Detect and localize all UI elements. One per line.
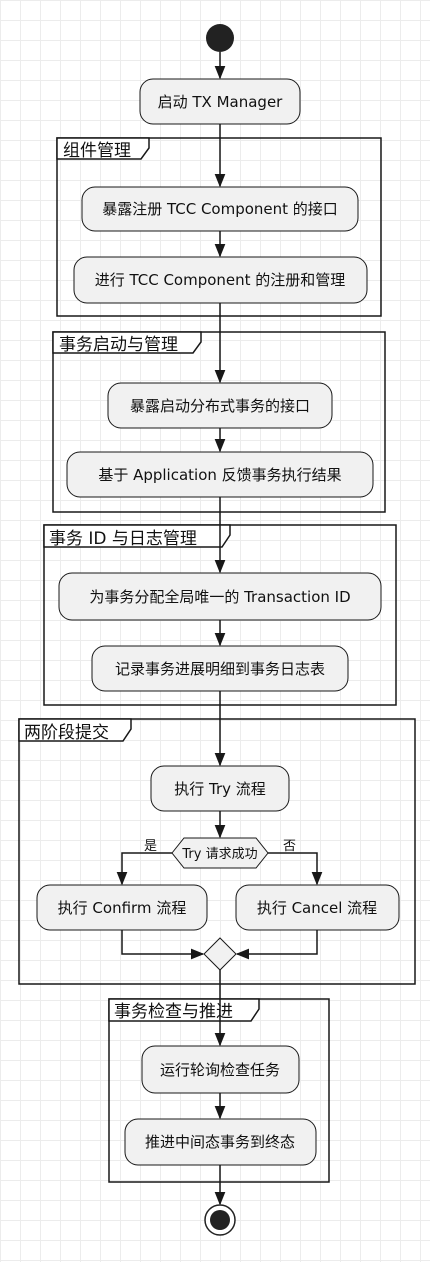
start-node [206, 24, 234, 52]
merge-node [203, 937, 237, 971]
node-log-progress: 记录事务进展明细到事务日志表 [91, 645, 349, 692]
node-execute-cancel: 执行 Cancel 流程 [235, 884, 400, 931]
end-node [204, 1204, 236, 1236]
node-assign-transaction-id: 为事务分配全局唯一的 Transaction ID [58, 572, 382, 621]
node-label-confirm: 执行 Confirm 流程 [58, 899, 187, 917]
node-label-expose-register: 暴露注册 TCC Component 的接口 [102, 200, 338, 218]
node-register-and-manage: 进行 TCC Component 的注册和管理 [73, 256, 368, 304]
edge-cancel-to-merge [235, 930, 318, 960]
frame-component-management: 组件管理 [56, 137, 382, 317]
node-label-poll: 运行轮询检查任务 [160, 1061, 280, 1079]
frame-title-two-phase: 两阶段提交 [24, 723, 109, 743]
edge-decision-yes [116, 852, 172, 886]
node-start-tx-manager: 启动 TX Manager [139, 78, 301, 125]
frame-transaction-start: 事务启动与管理 [52, 331, 386, 513]
node-label-cancel: 执行 Cancel 流程 [257, 899, 377, 917]
frame-two-phase-commit: 两阶段提交 [18, 718, 416, 985]
node-application-feedback: 基于 Application 反馈事务执行结果 [66, 451, 374, 498]
node-advance-intermediate: 推进中间态事务到终态 [124, 1118, 317, 1166]
node-expose-register-interface: 暴露注册 TCC Component 的接口 [81, 186, 359, 232]
node-label-log-details: 记录事务进展明细到事务日志表 [115, 660, 325, 678]
decision-try-success: Try 请求成功 [171, 837, 269, 869]
branch-yes-label: 是 [144, 839, 157, 854]
node-label-feedback: 基于 Application 反馈事务执行结果 [98, 466, 341, 484]
node-execute-confirm: 执行 Confirm 流程 [36, 884, 208, 931]
node-label-try: 执行 Try 流程 [174, 780, 266, 798]
node-label-start-tx: 启动 TX Manager [158, 93, 284, 111]
decision-label: Try 请求成功 [181, 847, 257, 862]
frame-title-id-log: 事务 ID 与日志管理 [49, 529, 197, 549]
node-poll-check: 运行轮询检查任务 [141, 1045, 300, 1094]
branch-no-label: 否 [283, 839, 296, 854]
connectors [116, 52, 323, 1206]
frame-check-advance: 事务检查与推进 [108, 998, 330, 1183]
node-label-advance: 推进中间态事务到终态 [145, 1133, 295, 1151]
node-label-assign-id: 为事务分配全局唯一的 Transaction ID [89, 588, 350, 606]
node-label-expose-start: 暴露启动分布式事务的接口 [130, 397, 310, 415]
frame-title-check: 事务检查与推进 [114, 1002, 233, 1022]
edge-confirm-to-merge [121, 930, 205, 960]
node-execute-try: 执行 Try 流程 [150, 765, 290, 812]
frame-title-tx-start: 事务启动与管理 [59, 335, 178, 355]
frame-title-component: 组件管理 [63, 141, 131, 161]
edge-decision-no [268, 852, 323, 886]
node-label-register-manage: 进行 TCC Component 的注册和管理 [95, 271, 346, 289]
node-expose-start-interface: 暴露启动分布式事务的接口 [107, 382, 333, 429]
